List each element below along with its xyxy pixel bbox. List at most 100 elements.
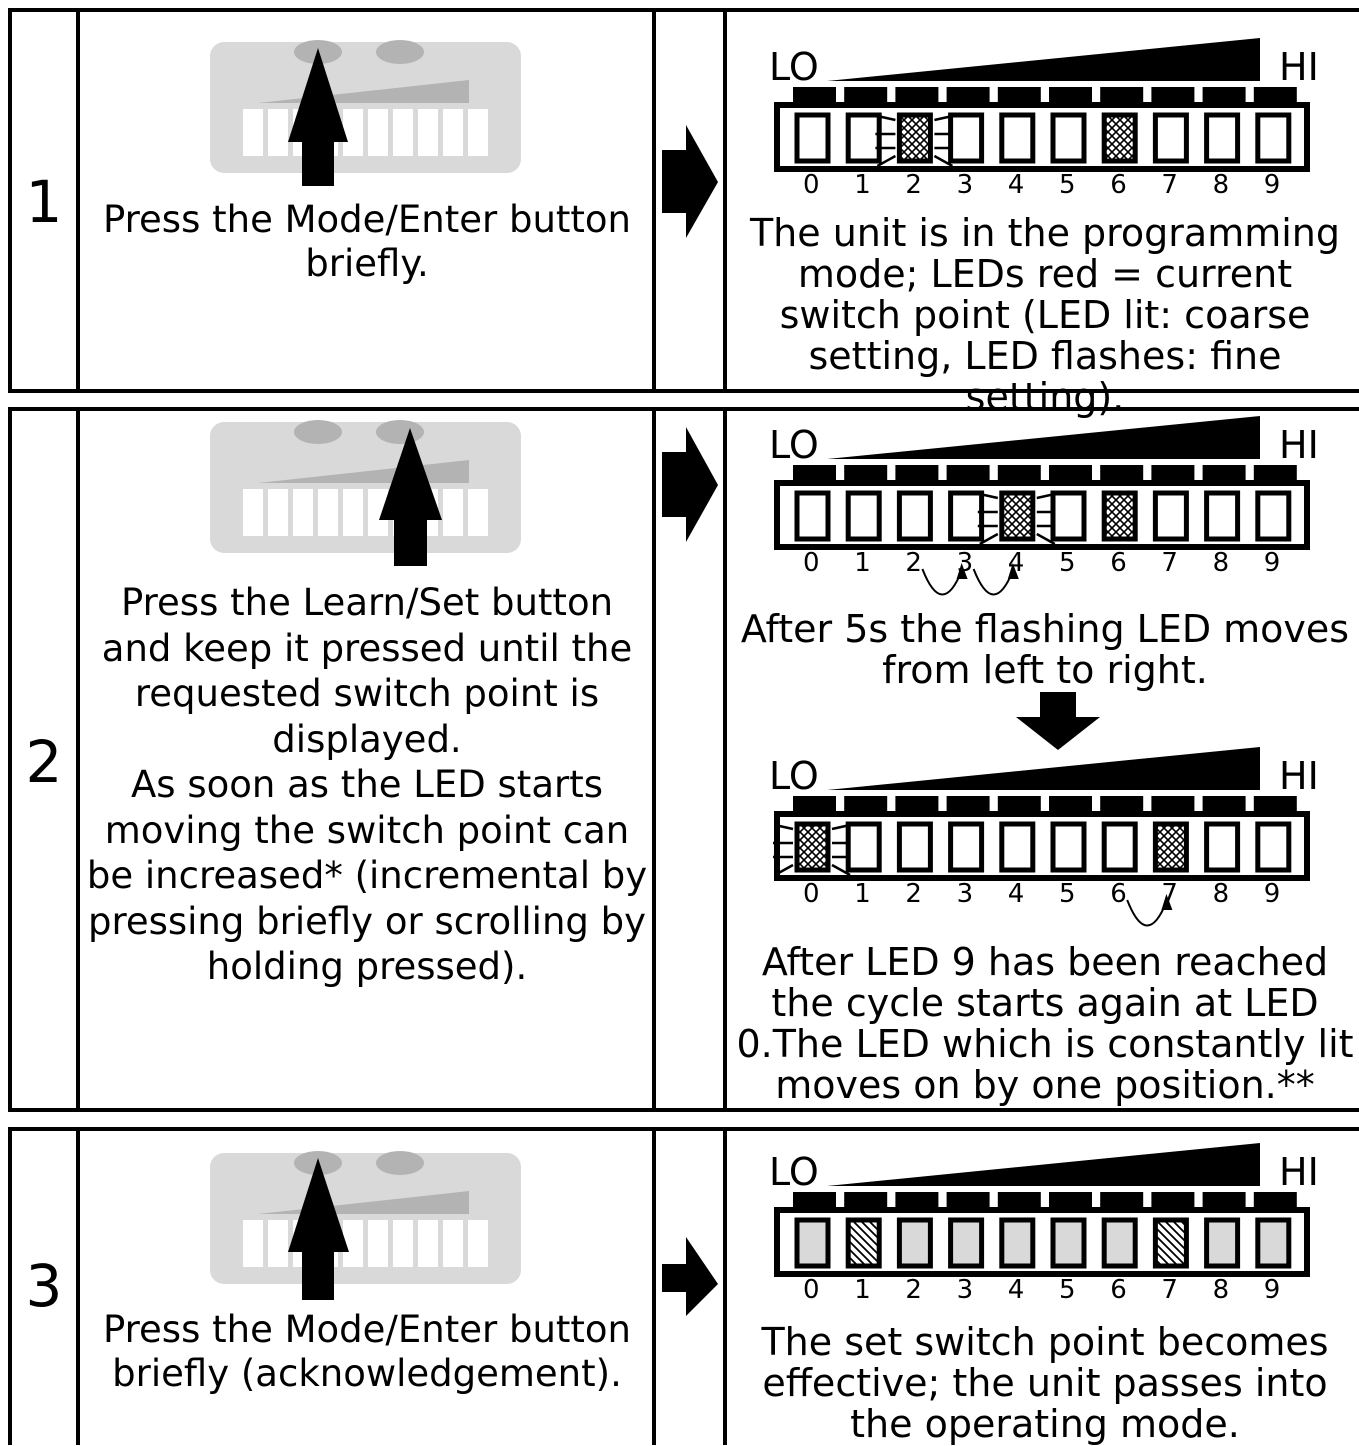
led-5 [1050,490,1087,542]
scale-number: 4 [1007,879,1025,909]
led-6 [1101,490,1138,542]
scale-number: 7 [1161,548,1178,578]
hi-label: HI [1279,423,1319,467]
led-2 [896,490,933,542]
led-9 [1255,821,1292,873]
led-1 [845,821,882,873]
led-6 [1101,821,1138,873]
description-step-2a: After 5s the flashing LED moves from lef… [740,607,1350,692]
led-display [774,38,1310,172]
led-6 [1101,112,1138,164]
led-3 [948,821,985,873]
led-8 [1204,490,1241,542]
led-3 [948,1217,985,1269]
scale-number: 6 [1110,548,1127,578]
led-0 [794,112,831,164]
scale-number: 0 [803,1275,820,1305]
led-2 [896,1217,933,1269]
scale-number: 8 [1212,879,1230,909]
scale-number: 6 [1110,170,1127,200]
scale-number: 7 [1161,1275,1178,1305]
led-7 [1152,821,1189,873]
scale-number: 5 [1059,170,1076,200]
lo-label: LO [769,423,819,467]
move-arrow-icon [1126,899,1168,927]
scale-number: 2 [905,879,922,909]
scale-number: 8 [1212,170,1230,200]
led-1 [845,1217,882,1269]
led-7 [1152,1217,1189,1269]
lo-label: LO [769,1150,819,1194]
scale-number: 3 [956,879,974,909]
scale-number: 7 [1161,879,1178,909]
scale-number: 3 [956,1275,974,1305]
scale-number: 5 [1059,1275,1076,1305]
range-wedge [827,747,1260,790]
scale-number: 1 [854,170,871,200]
scale-number: 3 [956,170,974,200]
led-4 [999,490,1036,542]
scale-number: 1 [854,879,871,909]
arrowhead-icon [956,563,968,579]
scale-number: 9 [1263,548,1281,578]
scale-number: 4 [1007,1275,1025,1305]
led-2 [896,821,933,873]
led-7 [1152,490,1189,542]
scale-number: 2 [905,1275,922,1305]
arrow-right-icon [662,125,718,238]
led-display [774,1143,1310,1277]
scale-number: 1 [854,1275,871,1305]
led-7 [1152,112,1189,164]
step-number-1: 1 [25,168,63,236]
description-step-3: The set switch point becomes effective; … [761,1320,1329,1446]
lo-label: LO [769,45,819,89]
scale-number: 5 [1059,548,1076,578]
led-3 [948,112,985,164]
hi-label: HI [1279,45,1319,89]
scale-number: 5 [1059,879,1076,909]
device-step2-icon [210,420,521,566]
arrow-right-icon [662,427,718,542]
led-display [774,416,1310,596]
led-1 [845,112,882,164]
device-step1-icon [210,40,521,186]
led-0 [794,1217,831,1269]
led-0 [794,490,831,542]
hi-label: HI [1279,754,1319,798]
arrowhead-icon [1007,563,1019,579]
lo-label: LO [769,754,819,798]
led-9 [1255,1217,1292,1269]
led-9 [1255,112,1292,164]
arrowhead-icon [1161,894,1173,910]
scale-number: 2 [905,170,922,200]
led-1 [845,490,882,542]
scale-number: 9 [1263,170,1281,200]
led-8 [1204,1217,1241,1269]
scale-number: 6 [1110,879,1127,909]
scale-number: 0 [803,548,820,578]
led-4 [999,821,1036,873]
description-step-2b: After LED 9 has been reached the cycle s… [736,940,1354,1107]
instruction-step-3: Press the Mode/Enter button briefly (ack… [102,1308,631,1395]
step-number-3: 3 [25,1252,63,1320]
scale-number: 4 [1007,548,1025,578]
hi-label: HI [1279,1150,1319,1194]
scale-number: 3 [956,548,974,578]
instruction-step-1: Press the Mode/Enter button briefly. [102,198,631,285]
led-4 [999,112,1036,164]
range-wedge [827,1143,1260,1186]
move-arrow-icon [972,568,1014,596]
instruction-step-2: Press the Learn/Set button and keep it p… [86,581,648,988]
scale-number: 9 [1263,1275,1281,1305]
scale-number: 8 [1212,1275,1230,1305]
scale-number: 8 [1212,548,1230,578]
scale-number: 7 [1161,170,1178,200]
led-8 [1204,112,1241,164]
scale-number: 2 [905,548,922,578]
move-arrow-icon [921,568,963,596]
led-3 [948,490,985,542]
